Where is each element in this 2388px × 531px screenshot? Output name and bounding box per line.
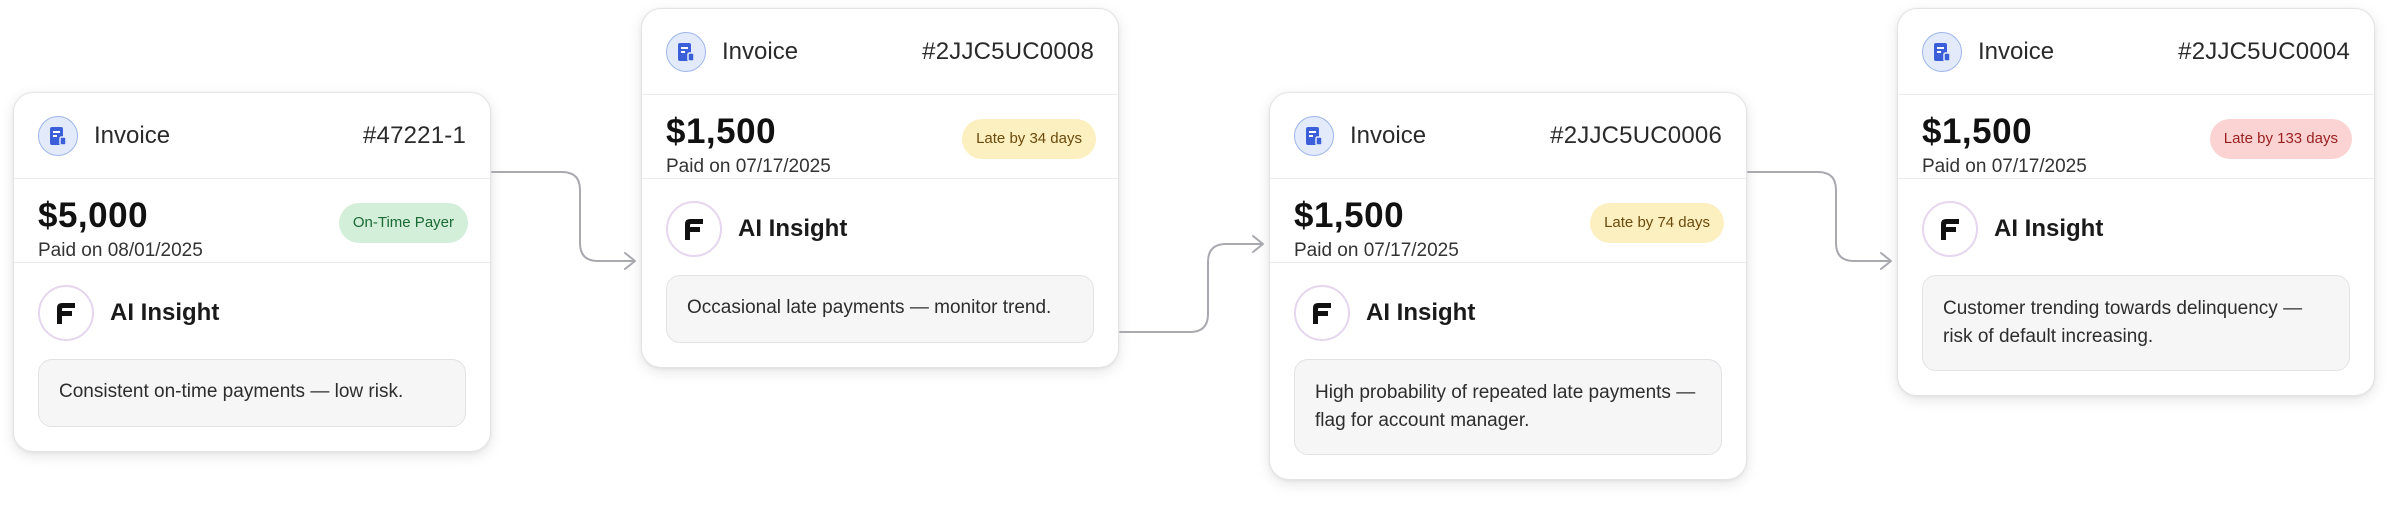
invoice-card-header: Invoice #2JJC5UC0008	[642, 9, 1118, 95]
paid-date: Paid on 07/17/2025	[1294, 240, 1459, 261]
amount-section: $1,500 Paid on 07/17/2025 Late by 133 da…	[1898, 95, 2374, 179]
ai-insight-text: Occasional late payments — monitor trend…	[666, 275, 1094, 343]
paid-date: Paid on 07/17/2025	[666, 156, 831, 177]
status-badge: Late by 74 days	[1590, 203, 1724, 243]
status-badge: Late by 34 days	[962, 119, 1096, 159]
invoice-icon	[666, 31, 706, 72]
status-badge: On-Time Payer	[338, 203, 468, 243]
ai-logo-icon	[38, 285, 94, 341]
arrow-head	[624, 252, 636, 270]
invoice-icon	[1294, 115, 1334, 156]
arrow-head	[1252, 235, 1264, 253]
invoice-number: #2JJC5UC0004	[2178, 37, 2350, 65]
arrow-connector	[1119, 243, 1263, 333]
ai-logo-icon	[666, 201, 722, 257]
invoice-icon	[38, 115, 78, 156]
amount-section: $1,500 Paid on 07/17/2025 Late by 74 day…	[1270, 179, 1746, 263]
invoice-card-header: Invoice #2JJC5UC0006	[1270, 93, 1746, 179]
ai-insight-text: Customer trending towards delinquency — …	[1922, 275, 2350, 371]
invoice-title: Invoice	[1350, 121, 1427, 149]
ai-insight-text: High probability of repeated late paymen…	[1294, 359, 1722, 455]
ai-insight-title: AI Insight	[738, 215, 848, 242]
invoice-number: #47221-1	[362, 121, 466, 149]
ai-insight-text: Consistent on-time payments — low risk.	[38, 359, 466, 427]
amount-section: $5,000 Paid on 08/01/2025 On-Time Payer	[14, 179, 490, 263]
invoice-title: Invoice	[1978, 37, 2055, 65]
ai-insight-title: AI Insight	[1994, 215, 2104, 242]
ai-insight-section: AI Insight Consistent on-time payments —…	[14, 263, 490, 451]
invoice-title: Invoice	[722, 37, 799, 65]
paid-date: Paid on 07/17/2025	[1922, 156, 2087, 177]
ai-logo-icon	[1294, 285, 1350, 341]
invoice-card-header: Invoice #47221-1	[14, 93, 490, 179]
invoice-card-4[interactable]: Invoice #2JJC5UC0004 $1,500 Paid on 07/1…	[1897, 8, 2375, 396]
invoice-card-3[interactable]: Invoice #2JJC5UC0006 $1,500 Paid on 07/1…	[1269, 92, 1747, 480]
ai-insight-title: AI Insight	[1366, 299, 1476, 326]
invoice-amount: $5,000	[38, 196, 149, 235]
ai-insight-section: AI Insight Occasional late payments — mo…	[642, 179, 1118, 367]
invoice-card-1[interactable]: Invoice #47221-1 $5,000 Paid on 08/01/20…	[13, 92, 491, 452]
invoice-amount: $1,500	[1922, 112, 2033, 151]
invoice-card-header: Invoice #2JJC5UC0004	[1898, 9, 2374, 95]
invoice-icon	[1922, 31, 1962, 72]
invoice-amount: $1,500	[666, 112, 777, 151]
invoice-card-2[interactable]: Invoice #2JJC5UC0008 $1,500 Paid on 07/1…	[641, 8, 1119, 368]
invoice-amount: $1,500	[1294, 196, 1405, 235]
invoice-number: #2JJC5UC0006	[1550, 121, 1722, 149]
amount-section: $1,500 Paid on 07/17/2025 Late by 34 day…	[642, 95, 1118, 179]
paid-date: Paid on 08/01/2025	[38, 240, 203, 261]
status-badge: Late by 133 days	[2209, 119, 2352, 159]
invoice-title: Invoice	[94, 121, 171, 149]
ai-insight-section: AI Insight Customer trending towards del…	[1898, 179, 2374, 395]
arrow-head	[1880, 252, 1892, 270]
arrow-connector	[1747, 171, 1891, 262]
ai-insight-section: AI Insight High probability of repeated …	[1270, 263, 1746, 479]
ai-insight-title: AI Insight	[110, 299, 220, 326]
arrow-connector	[491, 171, 635, 262]
ai-logo-icon	[1922, 201, 1978, 257]
invoice-number: #2JJC5UC0008	[922, 37, 1094, 65]
